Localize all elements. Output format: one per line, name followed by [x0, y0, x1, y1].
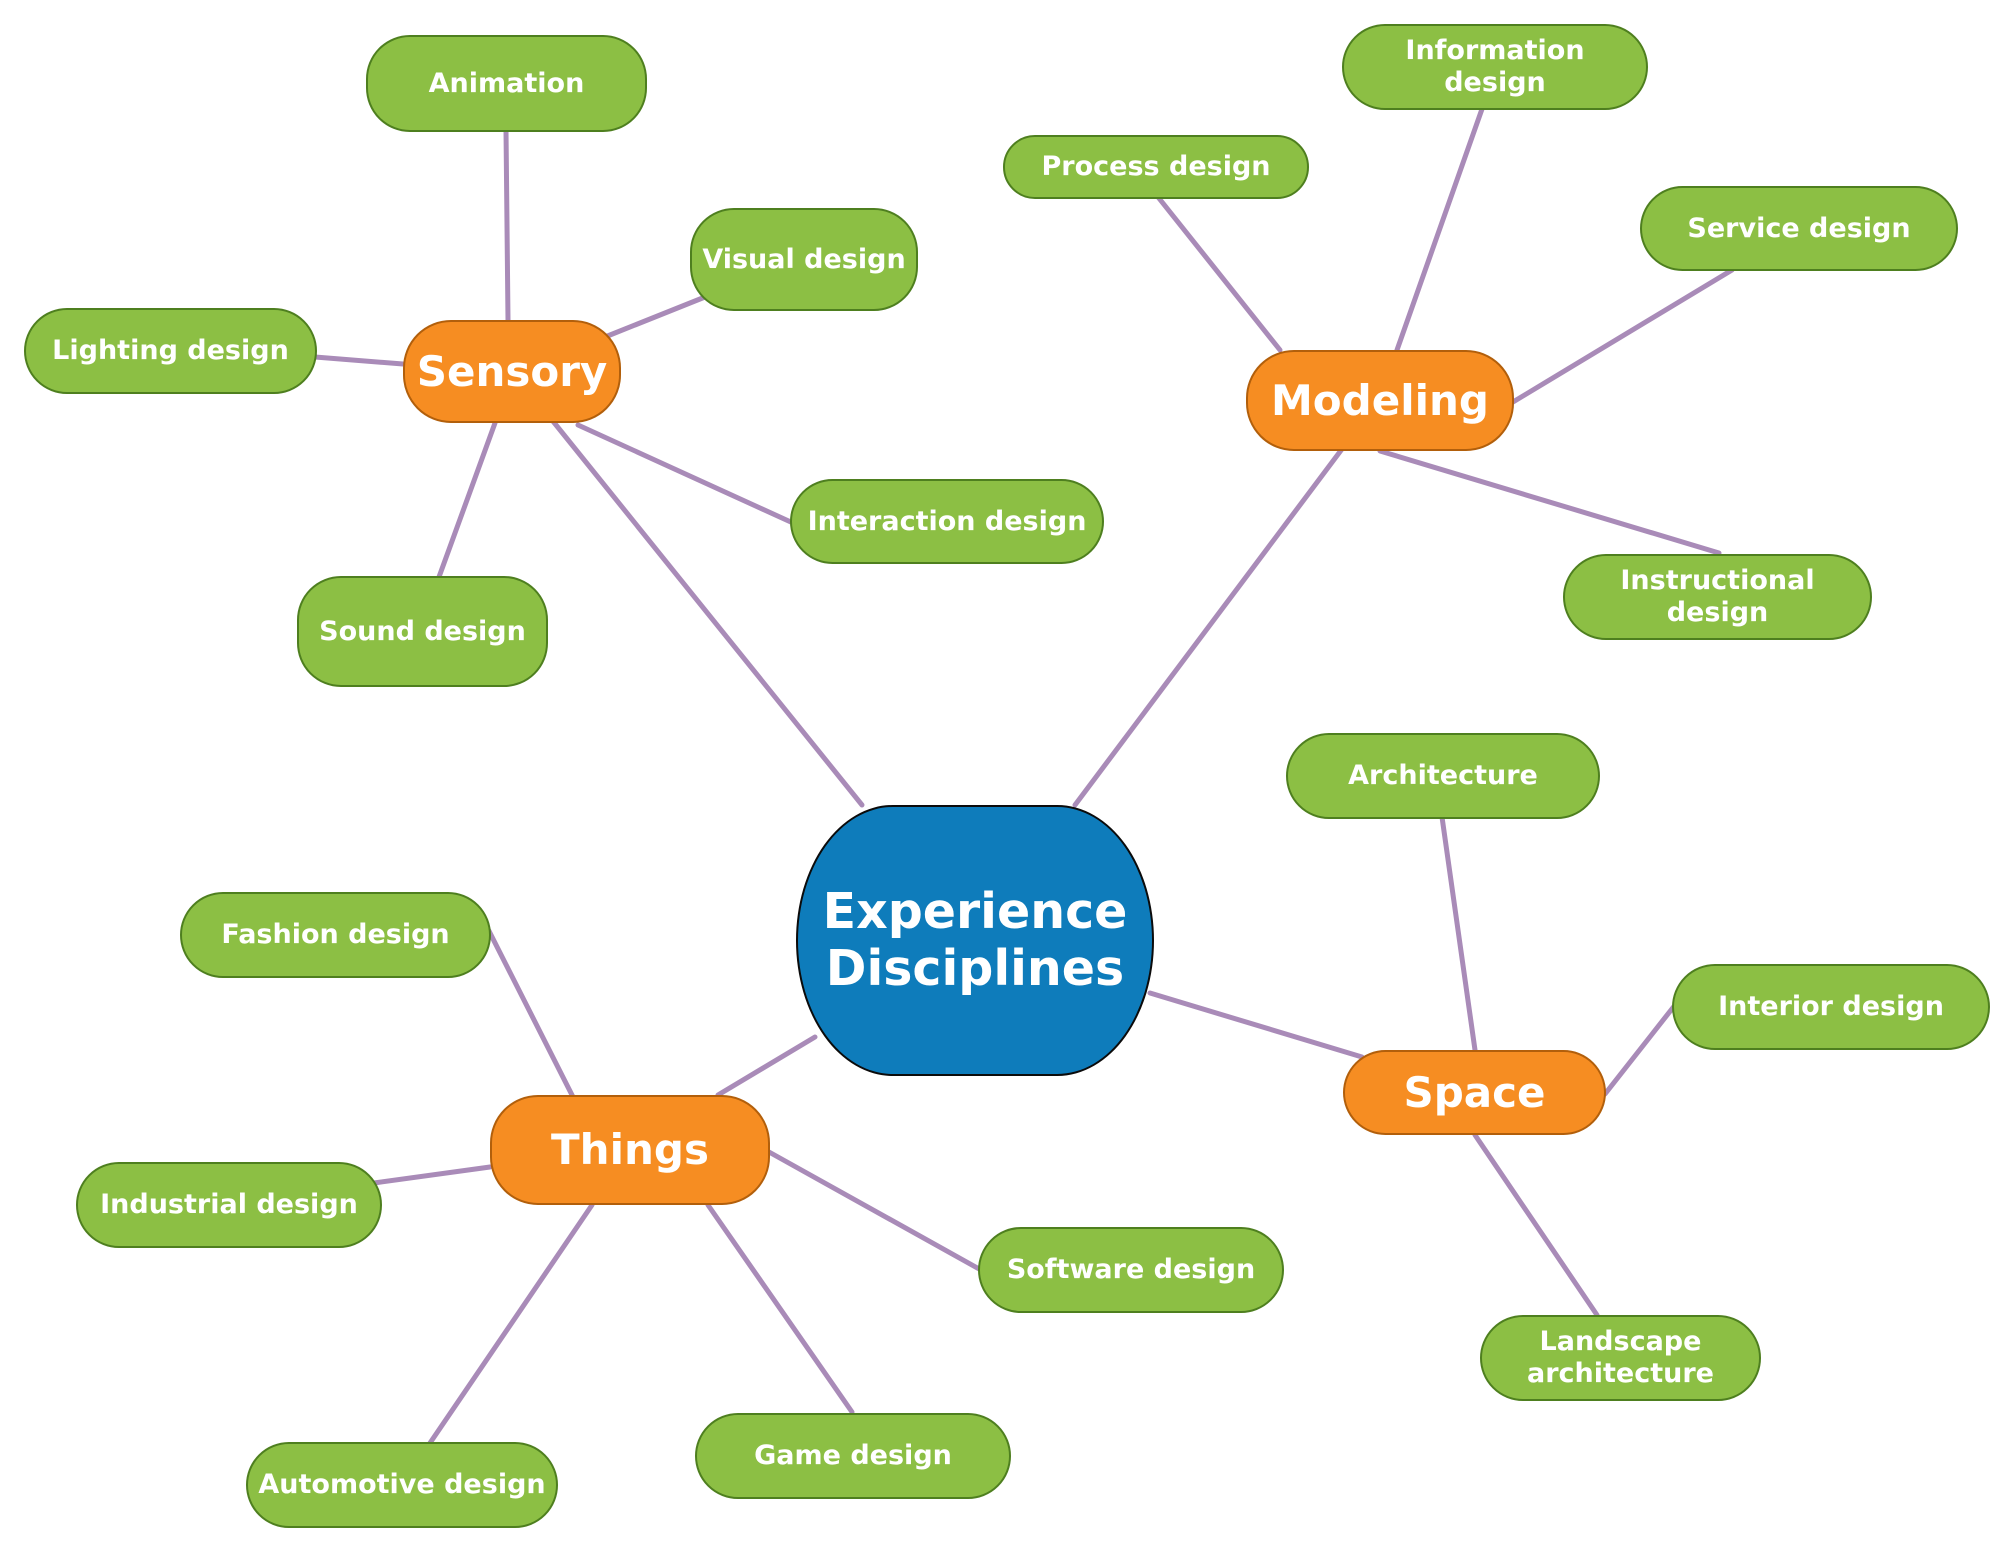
leaf-node-interior-design[interactable]: Interior design [1672, 964, 1990, 1050]
category-label: Things [551, 1125, 709, 1175]
category-label: Modeling [1271, 375, 1489, 425]
connector-modeling-instructional-design [1377, 448, 1722, 556]
leaf-node-sound-design[interactable]: Sound design [297, 576, 548, 687]
connector-center-modeling [1072, 442, 1348, 808]
category-node-things[interactable]: Things [490, 1095, 770, 1205]
connector-things-fashion-design [484, 924, 576, 1100]
connector-center-things [715, 1034, 818, 1098]
leaf-node-landscape-architecture[interactable]: Landscape architecture [1480, 1315, 1761, 1401]
leaf-node-industrial-design[interactable]: Industrial design [76, 1162, 382, 1248]
leaf-label: Architecture [1348, 760, 1538, 792]
leaf-node-architecture[interactable]: Architecture [1286, 733, 1600, 819]
leaf-node-game-design[interactable]: Game design [695, 1413, 1011, 1499]
connector-modeling-service-design [1510, 267, 1735, 405]
leaf-node-information-design[interactable]: Information design [1342, 24, 1648, 110]
connector-things-software-design [766, 1149, 984, 1273]
leaf-label: Landscape architecture [1527, 1326, 1714, 1389]
connector-modeling-process-design [1155, 194, 1283, 353]
leaf-label: Game design [754, 1440, 952, 1472]
leaf-label: Instructional design [1620, 565, 1815, 628]
connector-center-space [1147, 990, 1365, 1060]
leaf-node-instructional-design[interactable]: Instructional design [1563, 554, 1872, 640]
leaf-node-fashion-design[interactable]: Fashion design [180, 892, 491, 978]
connector-space-landscape-architecture [1472, 1132, 1600, 1318]
leaf-node-service-design[interactable]: Service design [1640, 186, 1958, 271]
category-node-sensory[interactable]: Sensory [403, 320, 621, 423]
leaf-node-automotive-design[interactable]: Automotive design [246, 1442, 558, 1528]
connector-things-game-design [705, 1202, 855, 1415]
connector-sensory-sound-design [436, 420, 498, 580]
center-node-label: Experience Disciplines [822, 883, 1128, 997]
category-node-space[interactable]: Space [1343, 1050, 1606, 1135]
connector-center-sensory [549, 417, 865, 808]
category-label: Sensory [416, 346, 608, 396]
leaf-node-interaction-design[interactable]: Interaction design [790, 479, 1104, 564]
leaf-label: Interior design [1718, 991, 1944, 1023]
connector-modeling-information-design [1394, 106, 1485, 353]
leaf-label: Lighting design [52, 335, 289, 367]
connector-sensory-visual-design [602, 294, 708, 340]
leaf-node-visual-design[interactable]: Visual design [690, 208, 918, 311]
leaf-label: Service design [1687, 212, 1911, 244]
leaf-label: Software design [1006, 1254, 1256, 1286]
connector-sensory-lighting-design [312, 354, 406, 367]
leaf-label: Industrial design [100, 1189, 358, 1221]
leaf-node-software-design[interactable]: Software design [978, 1227, 1284, 1313]
connector-things-automotive-design [427, 1202, 595, 1446]
center-node-experience-disciplines[interactable]: Experience Disciplines [796, 805, 1154, 1076]
leaf-label: Visual design [702, 243, 906, 275]
leaf-label: Animation [428, 67, 585, 99]
leaf-label: Automotive design [258, 1469, 546, 1501]
leaf-node-lighting-design[interactable]: Lighting design [24, 308, 317, 394]
leaf-label: Fashion design [221, 919, 450, 951]
leaf-label: Interaction design [807, 505, 1087, 537]
leaf-label: Sound design [319, 615, 526, 647]
category-label: Space [1403, 1067, 1546, 1117]
leaf-node-animation[interactable]: Animation [366, 35, 647, 132]
leaf-node-process-design[interactable]: Process design [1003, 135, 1309, 199]
connector-space-architecture [1439, 814, 1478, 1053]
leaf-label: Information design [1405, 35, 1585, 98]
category-node-modeling[interactable]: Modeling [1246, 350, 1514, 451]
connector-space-interior-design [1602, 1002, 1678, 1097]
connector-sensory-animation [503, 127, 511, 323]
connector-things-industrial-design [371, 1164, 493, 1186]
leaf-label: Process design [1041, 151, 1271, 183]
connector-sensory-interaction-design [575, 422, 796, 526]
